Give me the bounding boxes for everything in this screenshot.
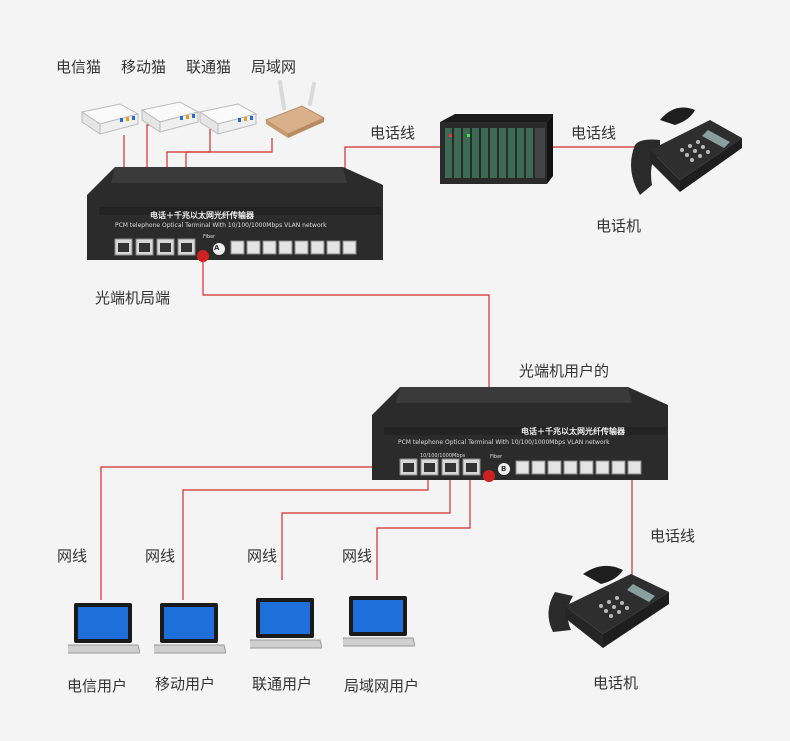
remote-fiber-badge: B <box>501 465 507 473</box>
local-transceiver <box>87 167 383 262</box>
wire-user-1 <box>100 466 410 600</box>
label-mobile-modem: 移动猫 <box>121 58 167 76</box>
label-telecom-modem: 电信猫 <box>56 58 102 76</box>
local-front-sub: PCM telephone Optical Terminal With 10/1… <box>115 222 327 229</box>
remote-transceiver-label: 光端机用户的 <box>519 362 610 380</box>
local-fiber-connector <box>197 250 209 262</box>
local-fiber-label: Fiber <box>203 234 216 240</box>
phone-top-label: 电话机 <box>596 217 642 235</box>
label-lan: 局域网 <box>251 58 297 76</box>
phone-line-right-label: 电话线 <box>571 124 617 142</box>
wire-user-3 <box>281 467 451 580</box>
desk-phone-bottom-icon <box>548 565 669 648</box>
remote-eth-ports <box>399 458 481 476</box>
local-fiber-badge: A <box>214 244 220 252</box>
laptop-icon-3 <box>250 598 322 649</box>
telecom-modem-icon <box>80 103 140 135</box>
remote-front-title: 电话＋千兆以太网光纤传输器 <box>521 427 625 436</box>
local-eth-ports <box>114 238 196 256</box>
user-label-lan: 局域网用户 <box>344 677 420 695</box>
unicom-modem-icon <box>198 103 258 135</box>
net-cable-label-4: 网线 <box>342 547 373 565</box>
pbx-rack-icon <box>440 114 553 184</box>
laptop-icon-1 <box>68 603 140 654</box>
phone-line-bottom-label: 电话线 <box>650 527 696 545</box>
net-cable-label-3: 网线 <box>247 547 278 565</box>
user-label-unicom: 联通用户 <box>252 675 313 693</box>
net-cable-label-2: 网线 <box>145 547 176 565</box>
user-label-telecom: 电信用户 <box>67 677 128 695</box>
phone-bottom-label: 电话机 <box>593 674 639 692</box>
local-phone-ports <box>230 240 357 255</box>
user-label-mobile: 移动用户 <box>155 675 216 693</box>
remote-eth-caption: 10/100/1000Mbps <box>420 453 466 459</box>
laptop-icon-2 <box>154 603 226 654</box>
remote-phone-ports <box>515 460 642 475</box>
local-transceiver-label: 光端机局端 <box>95 289 171 307</box>
remote-transceiver <box>372 387 668 482</box>
mobile-modem-icon <box>140 101 200 133</box>
wire-fiber <box>202 257 490 468</box>
router-icon <box>264 80 326 138</box>
local-front-title: 电话＋千兆以太网光纤传输器 <box>150 211 254 220</box>
desk-phone-icon <box>631 107 742 195</box>
net-cable-label-1: 网线 <box>57 547 88 565</box>
label-unicom-modem: 联通猫 <box>186 58 232 76</box>
remote-front-sub: PCM telephone Optical Terminal With 10/1… <box>398 439 610 446</box>
laptop-icon-4 <box>343 596 415 647</box>
wire-user-4 <box>376 467 471 580</box>
remote-fiber-label: Fiber <box>490 454 503 460</box>
phone-line-left-label: 电话线 <box>370 124 416 142</box>
remote-fiber-connector <box>483 470 495 482</box>
